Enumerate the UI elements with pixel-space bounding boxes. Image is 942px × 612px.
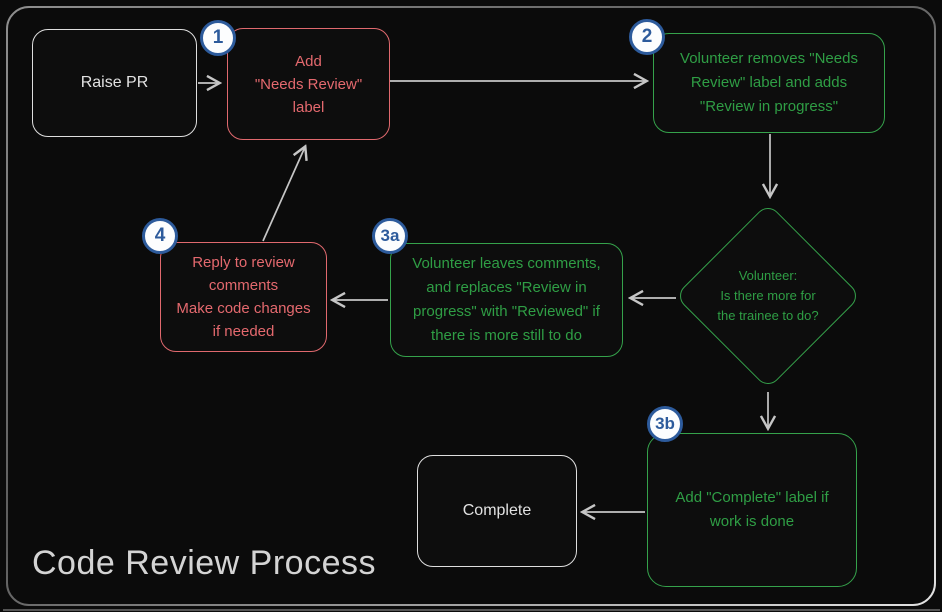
badge-step-2: 2 — [629, 19, 665, 55]
node-reply-to-review-label: Reply to review comments Make code chang… — [176, 254, 311, 340]
arrow-step4-to-step1 — [262, 147, 305, 242]
node-volunteer-removes: Volunteer removes "Needs Review" label a… — [653, 33, 885, 133]
node-decision-label: Volunteer: Is there more for the trainee… — [717, 268, 819, 323]
node-raise-pr-label: Raise PR — [80, 74, 149, 91]
node-volunteer-leaves-comments-label: Volunteer leaves comments, and replaces … — [412, 255, 601, 344]
badge-step-3b: 3b — [647, 406, 683, 442]
slide-frame — [6, 6, 936, 606]
node-add-needs-review-label: Add "Needs Review" label — [254, 52, 363, 116]
node-add-complete-label-label: Add "Complete" label if work is done — [675, 489, 829, 530]
node-volunteer-leaves-comments: Volunteer leaves comments, and replaces … — [390, 243, 623, 357]
node-raise-pr: Raise PR — [32, 29, 197, 137]
node-reply-to-review: Reply to review comments Make code chang… — [160, 242, 327, 352]
node-complete-label: Complete — [462, 502, 532, 519]
node-volunteer-removes-label: Volunteer removes "Needs Review" label a… — [680, 50, 858, 115]
badge-step-4: 4 — [142, 218, 178, 254]
badge-step-1: 1 — [200, 20, 236, 56]
badge-step-3a: 3a — [372, 218, 408, 254]
diagram-title: Code Review Process — [32, 544, 376, 582]
node-add-needs-review: Add "Needs Review" label — [227, 28, 390, 140]
node-complete: Complete — [417, 455, 577, 567]
node-add-complete-label: Add "Complete" label if work is done — [647, 433, 857, 587]
